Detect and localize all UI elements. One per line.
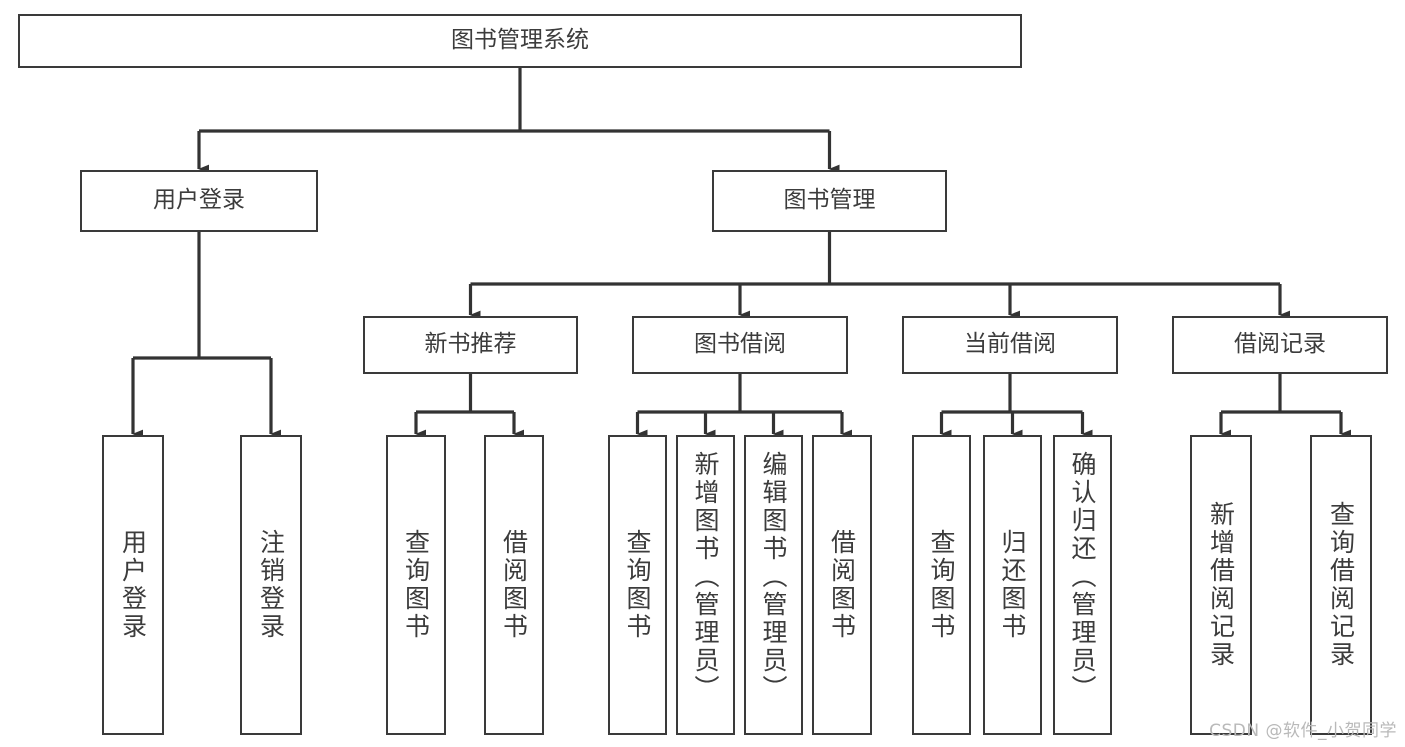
node-leaf-b-borrow[interactable]: 借阅图书	[812, 435, 872, 735]
node-label: 注销登录	[256, 529, 286, 641]
node-leaf-user-logout[interactable]: 注销登录	[240, 435, 302, 735]
node-leaf-new-borrow[interactable]: 借阅图书	[484, 435, 544, 735]
node-l2-user-login[interactable]: 用户登录	[80, 170, 318, 232]
node-label: 用户登录	[118, 529, 148, 641]
node-label: 查询借阅记录	[1326, 501, 1356, 669]
node-l3-new-book[interactable]: 新书推荐	[363, 316, 578, 374]
node-l3-records[interactable]: 借阅记录	[1172, 316, 1388, 374]
node-label: 新增图书（管理员）	[691, 451, 720, 703]
node-leaf-b-edit[interactable]: 编辑图书（管理员）	[744, 435, 803, 735]
node-l3-current[interactable]: 当前借阅	[902, 316, 1118, 374]
watermark-text: CSDN @软件_小贺同学	[1209, 721, 1397, 741]
node-leaf-user-login[interactable]: 用户登录	[102, 435, 164, 735]
node-root[interactable]: 图书管理系统	[18, 14, 1022, 68]
node-label: 查询图书	[401, 529, 431, 641]
node-l3-borrow[interactable]: 图书借阅	[632, 316, 848, 374]
node-leaf-c-query[interactable]: 查询图书	[912, 435, 971, 735]
edges-group	[131, 68, 1352, 439]
node-label: 借阅记录	[1234, 331, 1326, 358]
node-leaf-new-query[interactable]: 查询图书	[386, 435, 446, 735]
node-leaf-c-confirm[interactable]: 确认归还（管理员）	[1053, 435, 1112, 735]
node-label: 查询图书	[623, 529, 652, 641]
node-label: 借阅图书	[499, 529, 529, 641]
node-label: 新增借阅记录	[1206, 501, 1236, 669]
node-label: 编辑图书（管理员）	[759, 451, 788, 703]
node-leaf-r-query[interactable]: 查询借阅记录	[1310, 435, 1372, 735]
node-label: 用户登录	[153, 187, 245, 214]
node-label: 当前借阅	[964, 331, 1056, 358]
node-label: 归还图书	[998, 529, 1027, 641]
node-label: 查询图书	[927, 529, 956, 641]
node-l2-book-manage[interactable]: 图书管理	[712, 170, 947, 232]
node-leaf-b-add[interactable]: 新增图书（管理员）	[676, 435, 735, 735]
node-label: 图书管理	[783, 187, 876, 214]
node-label: 借阅图书	[827, 529, 857, 641]
node-leaf-r-add[interactable]: 新增借阅记录	[1190, 435, 1252, 735]
node-leaf-b-query[interactable]: 查询图书	[608, 435, 667, 735]
node-label: 图书管理系统	[451, 27, 589, 54]
node-label: 确认归还（管理员）	[1068, 451, 1097, 703]
node-leaf-c-return[interactable]: 归还图书	[983, 435, 1042, 735]
node-label: 新书推荐	[424, 331, 517, 358]
node-label: 图书借阅	[694, 331, 786, 358]
